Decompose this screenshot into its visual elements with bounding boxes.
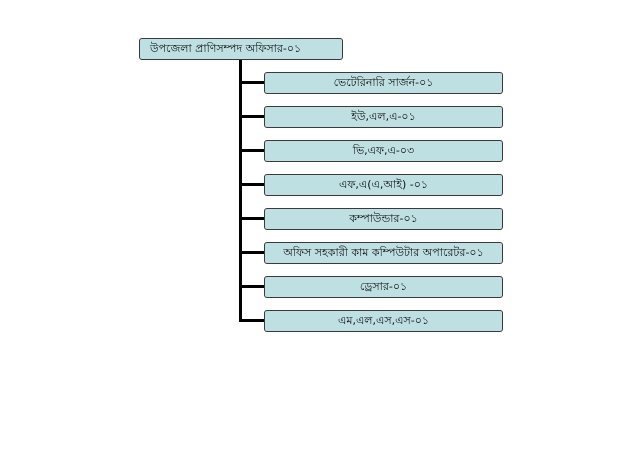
trunk-connector [239, 60, 242, 319]
child-node-compounder: কম্পাউন্ডার-০১ [264, 208, 503, 230]
child-node-label: ভি,এফ,এ-০৩ [352, 143, 415, 157]
branch-connector [239, 285, 265, 288]
child-node-label: ভেটেরিনারি সার্জন-০১ [333, 75, 434, 89]
child-node-label: ড্রেসার-০১ [359, 279, 408, 293]
child-node-label: অফিস সহকারী কাম কম্পিউটার অপারেটর-০১ [283, 245, 484, 259]
child-node-label: কম্পাউন্ডার-০১ [349, 211, 418, 225]
child-node-veterinary-surgeon: ভেটেরিনারি সার্জন-০১ [264, 72, 503, 94]
branch-connector [239, 251, 265, 254]
branch-connector [239, 217, 265, 220]
branch-connector [239, 115, 265, 118]
child-node-dresser: ড্রেসার-০১ [264, 276, 503, 298]
root-node-label: উপজেলা প্রাণিসম্পদ অফিসার-০১ [150, 41, 302, 55]
child-node-ula: ইউ,এল,এ-০১ [264, 106, 503, 128]
branch-connector [239, 81, 265, 84]
branch-connector [239, 149, 265, 152]
child-node-fa-ai: এফ,এ(এ,আই) -০১ [264, 174, 503, 196]
branch-connector [239, 183, 265, 186]
root-node: উপজেলা প্রাণিসম্পদ অফিসার-০১ [139, 38, 343, 60]
child-node-vfa: ভি,এফ,এ-০৩ [264, 140, 503, 162]
child-node-label: ইউ,এল,এ-০১ [351, 109, 416, 123]
child-node-label: এম,এল,এস,এস-০১ [337, 313, 430, 327]
branch-connector [239, 319, 265, 322]
child-node-label: এফ,এ(এ,আই) -০১ [338, 177, 429, 191]
child-node-office-assistant: অফিস সহকারী কাম কম্পিউটার অপারেটর-০১ [264, 242, 503, 264]
child-node-mlss: এম,এল,এস,এস-০১ [264, 310, 503, 332]
